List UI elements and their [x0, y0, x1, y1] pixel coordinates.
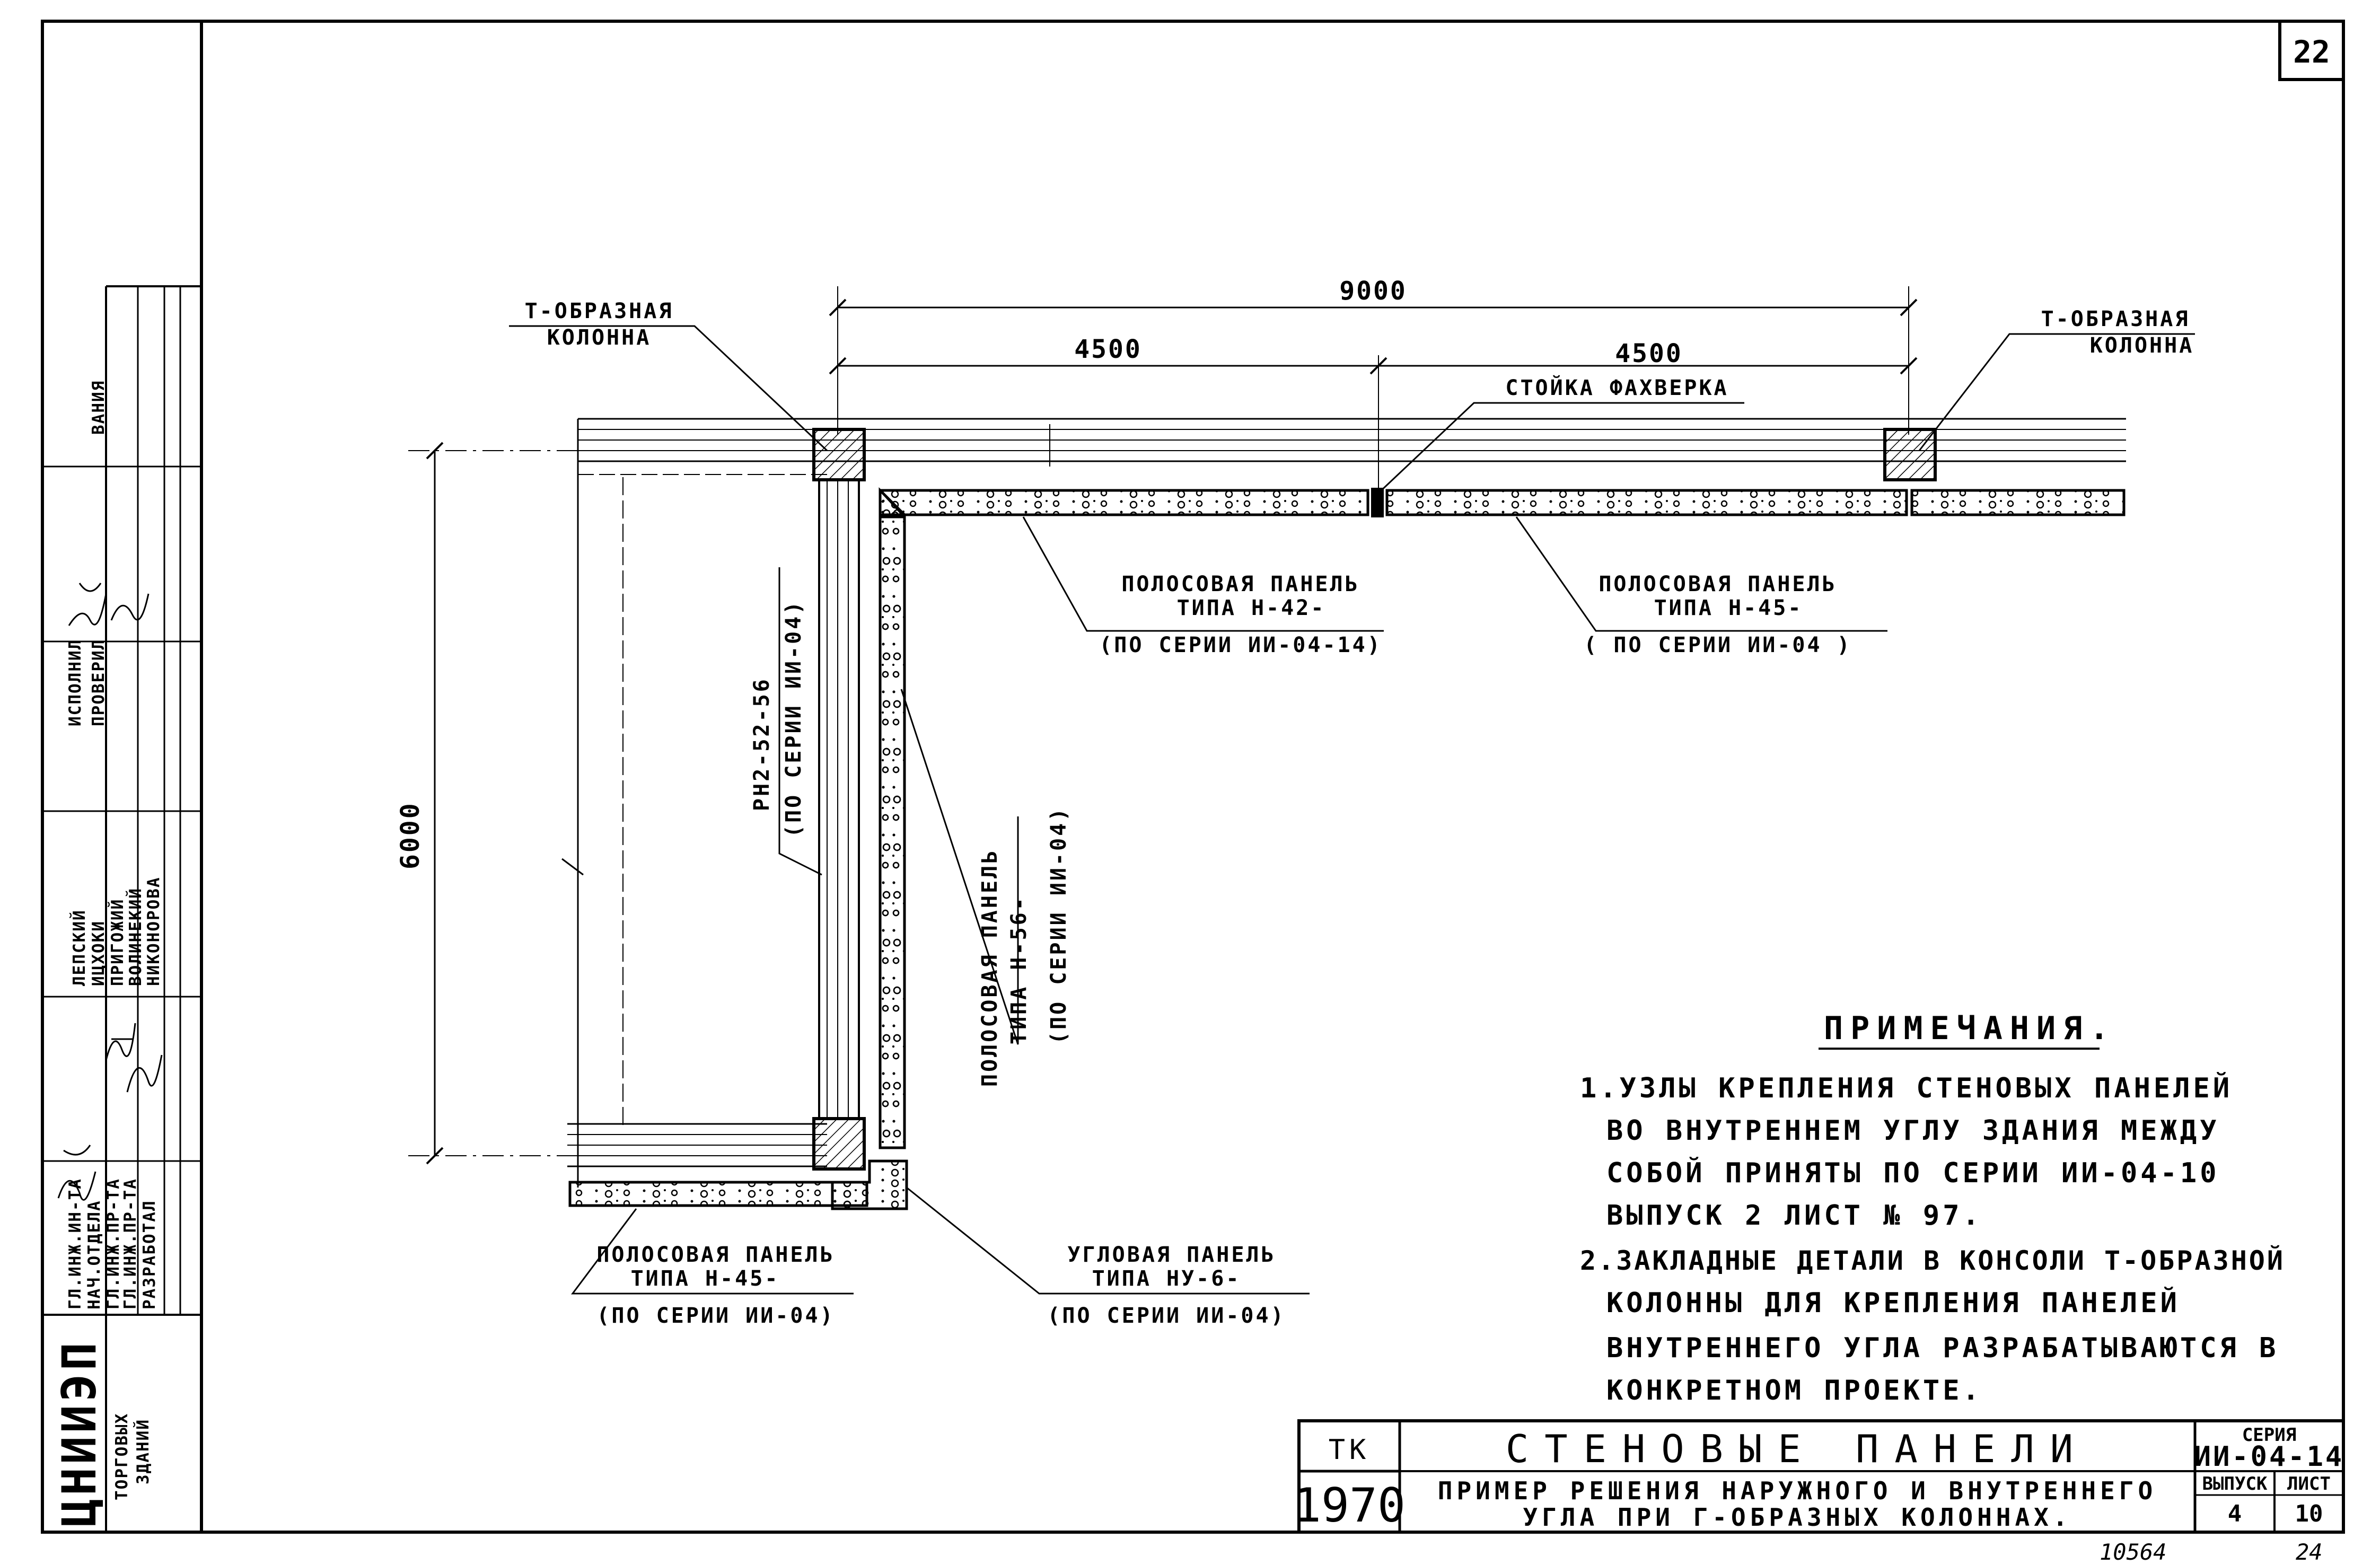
note-line-3: СОБОЙ ПРИНЯТЫ ПО СЕРИИ ИИ-04-10	[1606, 1157, 2220, 1189]
stamp-role-4: ГЛ.ИНЖ.ПР-ТА	[121, 1178, 140, 1309]
t-column-left-line1: Т-ОБРАЗНАЯ	[525, 299, 674, 323]
title-block	[1297, 1419, 2345, 1534]
stamp-name-3: ПРИГОЖИЙ	[108, 899, 127, 986]
panel-n56-line2: ТИПА Н-56-	[1007, 895, 1031, 1044]
panel-rn2-line2: (ПО СЕРИИ ИИ-04)	[781, 600, 806, 838]
page-number-box	[2278, 20, 2345, 81]
signature-3	[126, 1054, 163, 1093]
panel-n42	[879, 489, 1369, 516]
note-line-5: 2.ЗАКЛАДНЫЕ ДЕТАЛИ В КОНСОЛИ Т-ОБРАЗНОЙ	[1580, 1245, 2285, 1276]
panel-n45-top-line2: ТИПА Н-45-	[1654, 596, 1803, 620]
sheet-value: 10	[2295, 1500, 2323, 1527]
panel-n45-top-line3: ( ПО СЕРИИ ИИ-04 )	[1584, 633, 1851, 657]
outer-frame	[41, 20, 2345, 1534]
leader-lines	[509, 325, 2195, 1295]
signature-4	[68, 583, 107, 626]
stamp-role-3: ГЛ.ИНЖ.ПР-ТА	[104, 1178, 123, 1309]
dimension-4500-pair: 4500 4500	[829, 335, 1918, 498]
panel-n42-line3: (ПО СЕРИИ ИИ-04-14)	[1099, 633, 1382, 657]
panel-nu6	[831, 1159, 908, 1210]
stamp-role-5: РАЗРАБОТАЛ	[140, 1200, 159, 1309]
stamp-name-2: ИЦХОКИ	[89, 920, 108, 986]
t-column-right-line1: Т-ОБРАЗНАЯ	[2041, 307, 2190, 331]
panel-n45-top	[1385, 489, 1908, 516]
stamp-name-4: ВОЛИНЕКИЙ	[126, 887, 145, 986]
dimension-right-half: 4500	[1615, 339, 1683, 368]
title-code-label: ТК	[1329, 1434, 1371, 1466]
wall-bottom	[567, 1123, 827, 1167]
panel-n56-body	[879, 515, 906, 1149]
stamp-name-5: НИКОНОРОВА	[144, 876, 163, 986]
panel-nu6-line3: (ПО СЕРИИ ИИ-04)	[1047, 1304, 1285, 1328]
org-logo: ЦНИИЭП	[52, 1339, 107, 1527]
t-column-right	[1883, 428, 1937, 481]
signature-1	[57, 1145, 96, 1201]
wall-left	[561, 419, 860, 1188]
panel-n56-line1: ПОЛОСОВАЯ ПАНЕЛЬ	[978, 849, 1002, 1087]
title-subtitle-1: ПРИМЕР РЕШЕНИЯ НАРУЖНОГО И ВНУТРЕННЕГО	[1438, 1476, 2157, 1505]
panel-n42-line1: ПОЛОСОВАЯ ПАНЕЛЬ	[1121, 572, 1359, 596]
fachwerk-post	[1371, 488, 1384, 517]
signature-2	[105, 1023, 136, 1061]
org-line-1: ТОРГОВЫХ	[112, 1413, 131, 1500]
note-line-2: ВО ВНУТРЕННЕМ УГЛУ ЗДАНИЯ МЕЖДУ	[1606, 1115, 2220, 1147]
dimension-total: 9000	[1339, 276, 1407, 306]
panel-n45-bottom-line3: (ПО СЕРИИ ИИ-04)	[596, 1304, 835, 1328]
fachwerk-post-label: СТОЙКА ФАХВЕРКА	[1505, 375, 1728, 400]
title-subtitle-2: УГЛА ПРИ Г-ОБРАЗНЫХ КОЛОННАХ.	[1523, 1503, 2071, 1532]
panel-n45-bottom-line1: ПОЛОСОВАЯ ПАНЕЛЬ	[596, 1243, 835, 1267]
stamp-extra: ВАНИЯ	[89, 380, 108, 435]
t-column-right-line2: КОЛОННА	[2090, 333, 2194, 358]
dimension-9000: 9000	[829, 276, 1918, 435]
series-label: СЕРИЯ	[2242, 1425, 2296, 1446]
bottom-code: 10564	[2100, 1539, 2166, 1565]
issue-value: 4	[2228, 1500, 2242, 1527]
signature-5	[110, 593, 150, 621]
panel-n56-edge	[879, 489, 906, 518]
t-column-left	[812, 428, 866, 481]
series-value: ИИ-04-14	[2194, 1441, 2344, 1473]
title-main: СТЕНОВЫЕ ПАНЕЛИ	[1506, 1427, 2089, 1471]
note-line-4: ВЫПУСК 2 ЛИСТ № 97.	[1606, 1200, 1982, 1232]
side-stamp: ГЛ.ИНЖ.ИН-ТА НАЧ.ОТДЕЛА ГЛ.ИНЖ.ПР-ТА ГЛ.…	[42, 285, 201, 1532]
panel-nu6-line2: ТИПА НУ-6-	[1092, 1267, 1241, 1291]
panel-n45-bottom-line2: ТИПА Н-45-	[631, 1267, 780, 1291]
panel-n42-line2: ТИПА Н-42-	[1177, 596, 1326, 620]
panel-n56-line3: (ПО СЕРИИ ИИ-04)	[1047, 806, 1071, 1044]
dimension-vertical: 6000	[396, 802, 425, 869]
panel-nu6-line1: УГЛОВАЯ ПАНЕЛЬ	[1067, 1243, 1276, 1267]
notes-heading: ПРИМЕЧАНИЯ.	[1824, 1010, 2116, 1047]
issue-label: ВЫПУСК	[2202, 1473, 2268, 1494]
t-column-bottom	[812, 1117, 866, 1171]
stamp-name-1: ЛЕПСКИЙ	[70, 909, 89, 986]
note-line-1: 1.УЗЛЫ КРЕПЛЕНИЯ СТЕНОВЫХ ПАНЕЛЕЙ	[1580, 1072, 2233, 1104]
note-line-8: КОНКРЕТНОМ ПРОЕКТЕ.	[1606, 1375, 1982, 1406]
t-column-left-line2: КОЛОННА	[547, 326, 652, 350]
dimension-left-half: 4500	[1074, 335, 1142, 364]
page-number: 22	[2293, 34, 2330, 70]
note-line-7: ВНУТРЕННЕГО УГЛА РАЗРАБАТЫВАЮТСЯ В	[1606, 1332, 2279, 1364]
note-line-6: КОЛОННЫ ДЛЯ КРЕПЛЕНИЯ ПАНЕЛЕЙ	[1606, 1287, 2180, 1319]
bottom-page: 24	[2296, 1539, 2323, 1565]
sheet-label: ЛИСТ	[2287, 1473, 2331, 1494]
stamp-role-2: НАЧ.ОТДЕЛА	[85, 1200, 104, 1309]
stamp-header-1: ИСПОЛНИЛ	[66, 639, 85, 726]
panel-n45-top-line1: ПОЛОСОВАЯ ПАНЕЛЬ	[1599, 572, 1837, 596]
title-year: 1970	[1293, 1478, 1406, 1533]
stamp-role-1: ГЛ.ИНЖ.ИН-ТА	[66, 1178, 85, 1309]
panel-rn2-line1: РН2-52-56	[750, 677, 774, 811]
panel-n45-bottom	[568, 1181, 868, 1207]
panel-n45-top-continuation	[1910, 489, 2126, 516]
stamp-header-2: ПРОВЕРИЛ	[89, 639, 108, 726]
org-line-2: ЗДАНИЙ	[134, 1419, 153, 1484]
